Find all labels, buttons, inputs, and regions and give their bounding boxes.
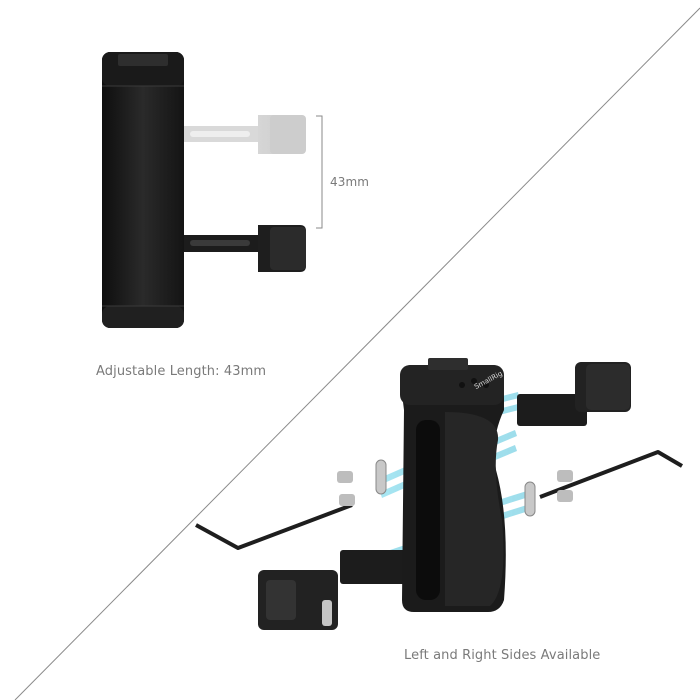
hex-key-right (539, 450, 684, 499)
hex-key-left (195, 503, 353, 550)
exploded-view (195, 358, 684, 630)
dimension-bracket (316, 115, 323, 229)
diagonal-divider (14, 7, 700, 700)
side-handle-top-view (102, 52, 306, 328)
dimension-label: 43mm (330, 175, 370, 189)
top-caption: Adjustable Length: 43mm (96, 364, 267, 379)
bottom-caption: Left and Right Sides Available (404, 648, 601, 663)
